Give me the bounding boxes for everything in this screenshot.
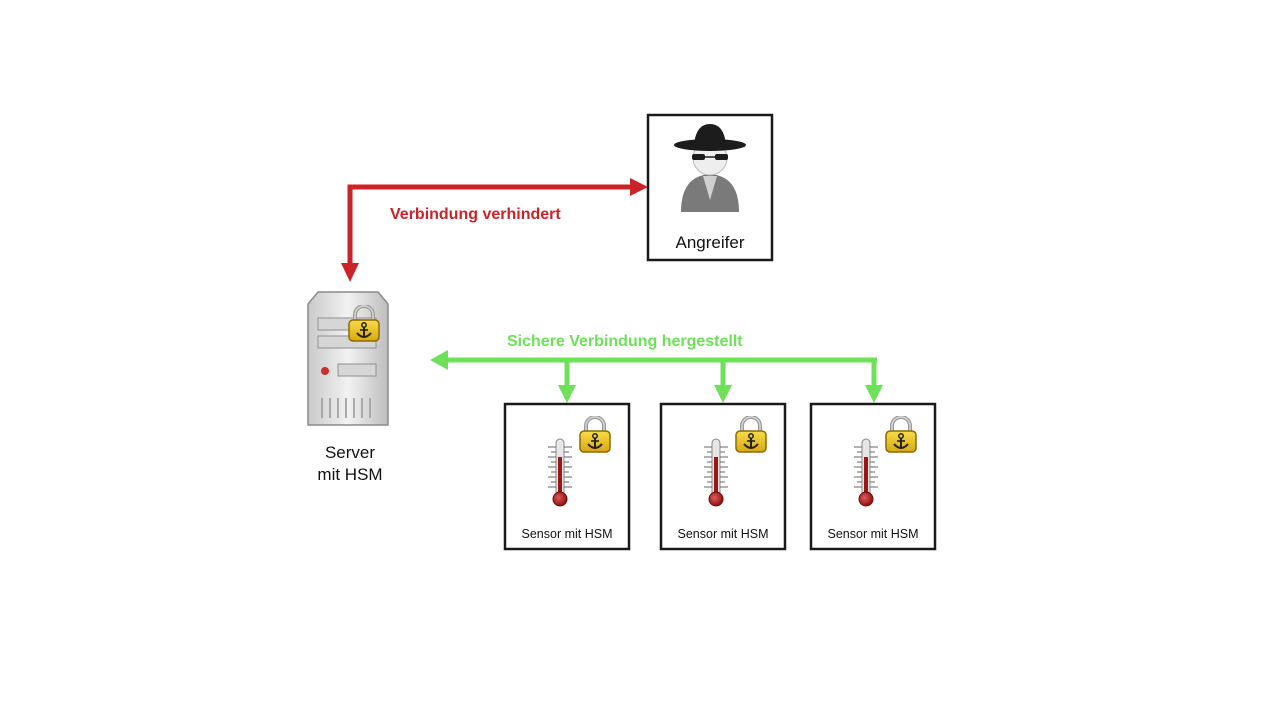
- blocked-connection-line: [347, 184, 630, 263]
- server-label-line2: mit HSM: [317, 465, 382, 484]
- blocked-connection-label: Verbindung verhindert: [390, 206, 561, 223]
- sensor-node-2: Sensor mit HSM: [659, 402, 787, 551]
- sensor-label-2: Sensor mit HSM: [678, 527, 769, 541]
- blocked-connection: Verbindung verhindert: [341, 178, 648, 282]
- server-icon: [307, 291, 389, 426]
- server-label-line1: Server: [325, 443, 375, 462]
- secure-arrowhead-sensor-1: [558, 385, 576, 403]
- sensor-node-1: Sensor mit HSM: [503, 402, 631, 551]
- secure-arrowhead-server: [430, 350, 448, 370]
- attacker-label: Angreifer: [676, 233, 745, 252]
- sensor-node-3: Sensor mit HSM: [809, 402, 937, 551]
- blocked-arrowhead-server: [341, 263, 359, 282]
- attacker-node: Angreifer: [646, 113, 774, 262]
- spy-icon: [674, 124, 746, 212]
- blocked-arrowhead-attacker: [630, 178, 648, 196]
- sensor-label-3: Sensor mit HSM: [828, 527, 919, 541]
- secure-arrowhead-sensor-3: [865, 385, 883, 403]
- sensor-label-1: Sensor mit HSM: [522, 527, 613, 541]
- secure-arrowhead-sensor-2: [714, 385, 732, 403]
- secure-connection: Sichere Verbindung hergestellt: [430, 333, 883, 403]
- server-node: Server mit HSM: [307, 291, 389, 484]
- secure-connection-label: Sichere Verbindung hergestellt: [507, 333, 743, 350]
